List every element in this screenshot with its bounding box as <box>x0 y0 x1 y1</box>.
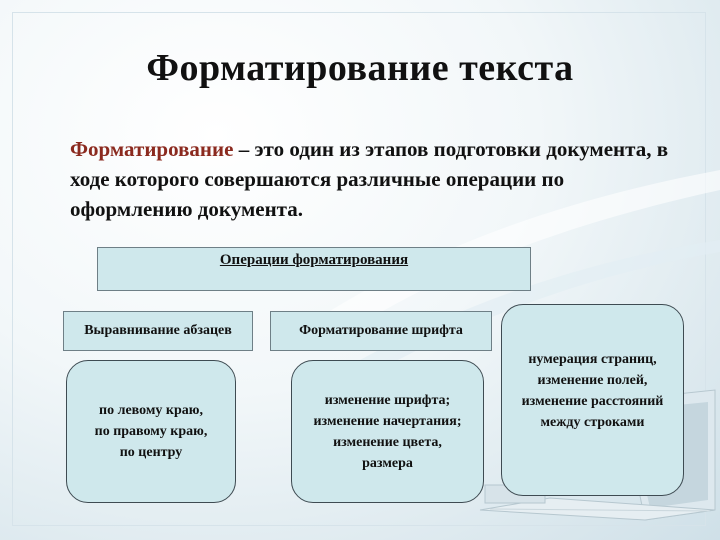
list-item: нумерация страниц, <box>528 352 657 367</box>
operations-header-label: Операции форматирования <box>219 252 409 268</box>
category-label: Выравнивание абзацев <box>84 323 232 338</box>
list-item: изменение шрифта; <box>324 392 451 408</box>
definition-term: Форматирование <box>70 137 234 161</box>
list-item: по правому краю, <box>94 424 208 439</box>
list-item: по центру <box>119 445 183 460</box>
list-item: по левому краю, <box>99 403 203 418</box>
definition-body: – это один из этапов подготовки документ… <box>70 137 669 221</box>
alignment-options-box: по левому краю, по правому краю, по цент… <box>66 360 236 503</box>
category-label: Форматирование шрифта <box>299 323 463 338</box>
operations-header-box: Операции форматирования <box>97 247 531 291</box>
definition-text: Форматирование – это один из этапов подг… <box>70 134 680 224</box>
list-item: изменение цвета, <box>333 434 442 450</box>
list-item: изменение расстояний <box>521 394 664 409</box>
font-options-box: изменение шрифта; изменение начертания; … <box>291 360 484 503</box>
list-item: изменение полей, <box>537 373 648 388</box>
list-item: между строками <box>540 415 645 430</box>
category-header-font: Форматирование шрифта <box>270 311 492 351</box>
page-options-box: нумерация страниц, изменение полей, изме… <box>501 304 684 496</box>
slide-title: Форматирование текста <box>146 47 574 89</box>
list-item: размера <box>362 455 413 471</box>
category-header-alignment: Выравнивание абзацев <box>63 311 253 351</box>
list-item: изменение начертания; <box>313 413 462 429</box>
